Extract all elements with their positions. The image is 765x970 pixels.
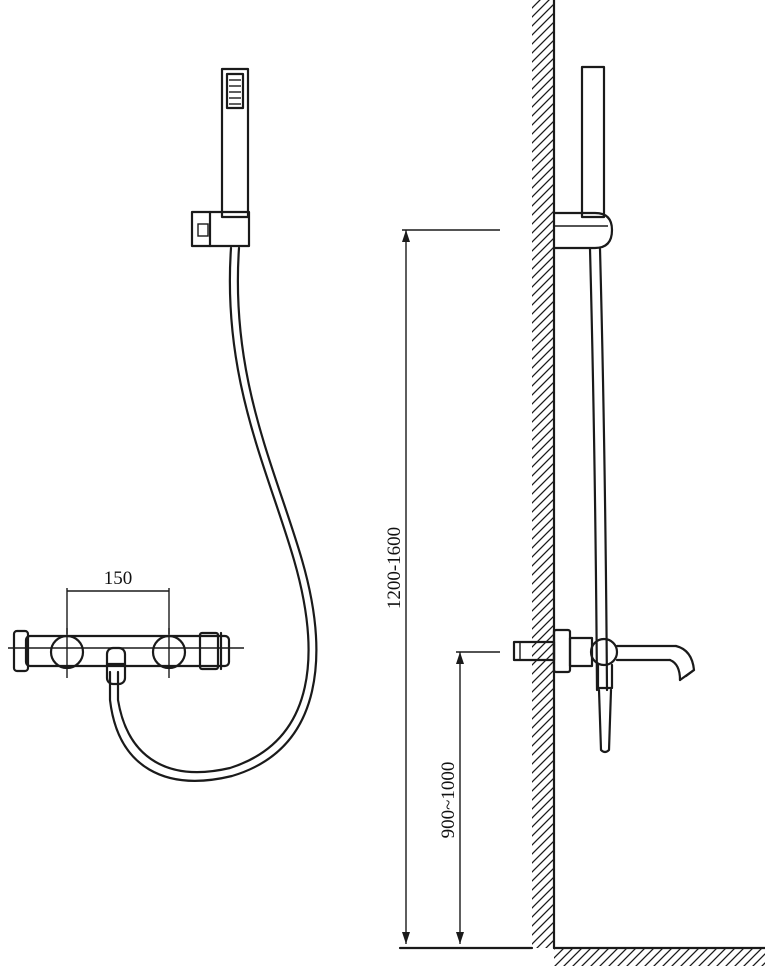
holder-height-label: 1200-1600	[384, 527, 405, 609]
thermostatic-mixer-front	[8, 628, 244, 686]
shower-hose-side	[588, 247, 609, 692]
valve-spacing-label: 150	[104, 568, 133, 589]
valve-spacing-dimension: 150	[66, 568, 170, 634]
wall-section	[398, 0, 765, 966]
wall-holder-front	[190, 210, 251, 248]
wall-holder-side	[552, 211, 614, 250]
holder-height-dimension: 1200-1600	[384, 229, 500, 944]
shower-hose-front	[108, 246, 318, 782]
hand-shower-side	[580, 65, 606, 219]
side-view: 1200-1600 900~1000	[384, 0, 765, 966]
thermostatic-mixer-side	[512, 628, 696, 754]
hand-shower-front	[220, 67, 250, 219]
mixer-height-label: 900~1000	[438, 762, 459, 839]
front-view: 150	[8, 67, 318, 782]
mixer-height-dimension: 900~1000	[438, 651, 500, 944]
